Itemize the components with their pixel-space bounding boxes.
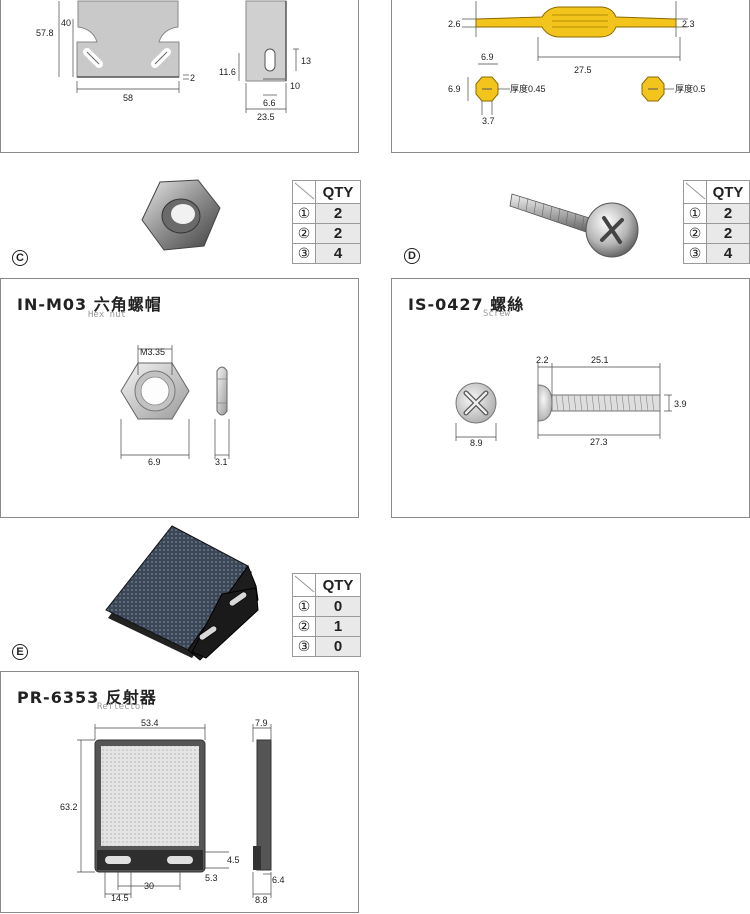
section-c-marker: C bbox=[12, 250, 28, 266]
screw-photo bbox=[509, 193, 639, 258]
hex-nut-photo bbox=[141, 179, 221, 251]
reflector-drawing: 53.4 63.2 4.5 5.3 30 14.5 7.9 6.4 8.8 bbox=[60, 718, 285, 905]
reflector-photo bbox=[105, 525, 259, 661]
thickness-note-1: 厚度0.45 bbox=[510, 83, 546, 94]
dim-3-7: 3.7 bbox=[482, 116, 495, 126]
bracket-drawing: 57.8 40 2 58 11.6 13 10 6.6 23.5 bbox=[36, 0, 311, 122]
dim-58: 58 bbox=[123, 93, 133, 103]
dim-10: 10 bbox=[290, 81, 300, 91]
hex-nut-panel: IN-M03 六角螺帽 Hex nut M3.35 6.9 3.1 bbox=[0, 278, 359, 518]
dim-6-6: 6.6 bbox=[263, 98, 276, 108]
dim-8-9: 8.9 bbox=[470, 438, 483, 448]
screw-panel: IS-0427 螺絲 Screw 8.9 2.2 25. bbox=[391, 278, 750, 518]
dim-13: 13 bbox=[301, 56, 311, 66]
hex-nut-title: IN-M03 六角螺帽 bbox=[17, 295, 162, 314]
dim-6-9: 6.9 bbox=[148, 457, 161, 467]
dim-14-5: 14.5 bbox=[111, 893, 129, 903]
dim-25-1: 25.1 bbox=[591, 355, 609, 365]
dim-2-3: 2.3 bbox=[682, 19, 695, 29]
dim-m3-35: M3.35 bbox=[140, 347, 165, 357]
dim-57-8: 57.8 bbox=[36, 28, 54, 38]
dim-40: 40 bbox=[61, 18, 71, 28]
hex-nut-drawing: M3.35 6.9 3.1 bbox=[120, 345, 230, 467]
dim-11-6: 11.6 bbox=[219, 67, 236, 77]
dim-27-5: 27.5 bbox=[574, 65, 592, 75]
dim-2-6: 2.6 bbox=[448, 19, 461, 29]
reflector-subtitle: Reflector bbox=[97, 702, 146, 712]
screw-title: IS-0427 螺絲 bbox=[408, 295, 525, 314]
qty-header: QTY bbox=[315, 180, 361, 204]
dim-6-4: 6.4 bbox=[272, 875, 285, 885]
dim-2: 2 bbox=[190, 73, 195, 83]
dim-5-3: 5.3 bbox=[205, 873, 218, 883]
dim-23-5: 23.5 bbox=[257, 112, 275, 122]
dim-53-4: 53.4 bbox=[141, 718, 159, 728]
dim-3-1: 3.1 bbox=[215, 457, 228, 467]
dim-30: 30 bbox=[144, 881, 154, 891]
section-d-marker: D bbox=[404, 248, 420, 264]
screw-drawing: 8.9 2.2 25.1 3.9 27.3 bbox=[455, 355, 687, 448]
section-e-marker: E bbox=[12, 644, 28, 660]
dim-6-9-side: 6.9 bbox=[448, 84, 461, 94]
dim-63-2: 63.2 bbox=[60, 802, 78, 812]
hex-nut-subtitle: Hex nut bbox=[88, 310, 126, 320]
tool-drawing: 2.6 2.3 6.9 27.5 6.9 3.7 厚度0.45 厚度0.5 bbox=[448, 1, 706, 126]
screw-subtitle: Screw bbox=[483, 309, 511, 319]
qty-header: QTY bbox=[706, 180, 750, 204]
dim-6-9-top: 6.9 bbox=[481, 52, 494, 62]
dim-2-2: 2.2 bbox=[536, 355, 549, 365]
qty-header: QTY bbox=[315, 573, 361, 597]
reflector-panel: PR-6353 反射器 Reflector 53.4 63.2 4.5 5.3 … bbox=[0, 671, 359, 913]
reflector-title: PR-6353 反射器 bbox=[17, 688, 157, 707]
tool-drawing-panel: 2.6 2.3 6.9 27.5 6.9 3.7 厚度0.45 厚度0.5 bbox=[391, 0, 750, 153]
thickness-note-2: 厚度0.5 bbox=[675, 83, 706, 94]
dim-7-9: 7.9 bbox=[255, 718, 268, 728]
dim-8-8: 8.8 bbox=[255, 895, 268, 905]
dim-27-3: 27.3 bbox=[590, 437, 608, 447]
dim-3-9: 3.9 bbox=[674, 399, 687, 409]
dim-4-5: 4.5 bbox=[227, 855, 240, 865]
bracket-drawing-panel: 57.8 40 2 58 11.6 13 10 6.6 23.5 bbox=[0, 0, 359, 153]
